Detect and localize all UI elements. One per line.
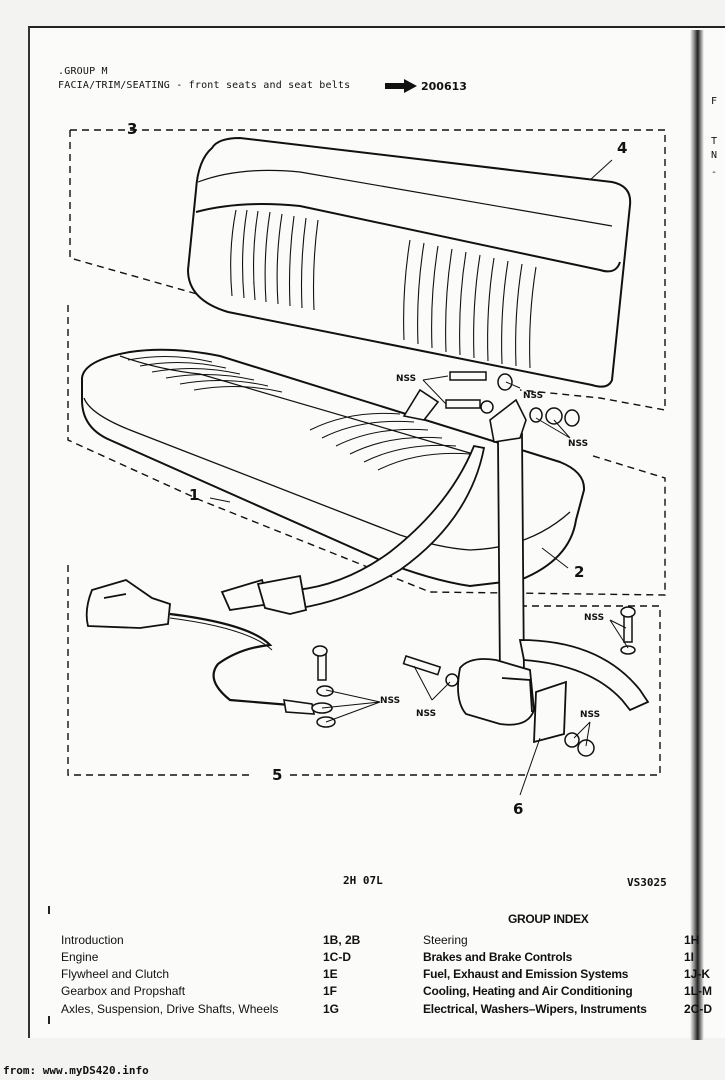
index-entry: Axles, Suspension, Drive Shafts, Wheels (61, 1002, 279, 1016)
side-fragment-mark: F (711, 96, 718, 107)
index-entry: Gearbox and Propshaft (61, 984, 186, 998)
side-fragment-mark: - (711, 167, 718, 178)
callout-2: 2 (574, 563, 585, 581)
arrow-right-icon (385, 79, 417, 93)
seat-back (186, 136, 632, 388)
callout-4: 4 (617, 139, 628, 157)
margin-tick (48, 906, 50, 914)
seat-back-pleats (230, 209, 537, 369)
callout-1: 1 (189, 486, 200, 504)
fixing-bolts (312, 371, 636, 681)
nss-label: NSS (568, 439, 589, 449)
side-fragment-mark: N (711, 150, 718, 161)
group-boundary-3 (69, 129, 666, 411)
index-code: 1L-M (684, 984, 712, 998)
nss-label: NSS (580, 710, 601, 720)
index-entry: Electrical, Washers–Wipers, Instruments (423, 1002, 647, 1016)
seat-belt-tongue (220, 574, 308, 615)
callout-3: 3 (127, 120, 138, 138)
page-fold-shadow (690, 30, 704, 1040)
nss-label: NSS (523, 391, 544, 401)
side-fragment-mark: T (711, 136, 718, 147)
reference-number: 200613 (421, 80, 467, 93)
leader-lines (209, 159, 629, 796)
drawing-code: VS3025 (627, 876, 667, 889)
index-entry: Fuel, Exhaust and Emission Systems (423, 967, 629, 981)
index-code: 1I (684, 950, 695, 964)
source-credit: from: www.myDS420.info (3, 1064, 149, 1077)
nss-label: NSS (380, 696, 401, 706)
seat-cushion-pleats (127, 355, 471, 471)
callout-6: 6 (513, 800, 524, 818)
index-entry: Steering (423, 933, 468, 947)
index-entry: Brakes and Brake Controls (423, 950, 573, 964)
cable-eye-terminal (283, 699, 333, 715)
index-code: 1F (323, 984, 338, 998)
index-code: 1E (323, 967, 338, 981)
group-boundary-1 (67, 305, 666, 596)
index-code: 2C-D (684, 1002, 713, 1016)
index-entry: Flywheel and Clutch (61, 967, 170, 981)
index-code: 1H (684, 933, 700, 947)
seat-cushion (81, 348, 586, 588)
page-code: 2H 07L (343, 874, 383, 887)
margin-tick (48, 1016, 50, 1024)
group-boundary-5 (67, 565, 661, 776)
belt-buckle (85, 579, 171, 629)
inertia-reel (457, 658, 567, 744)
upper-anchor-plate (402, 388, 527, 443)
index-entry: Introduction (61, 933, 124, 947)
group-heading: .GROUP M (58, 66, 108, 77)
index-code: 1J-K (684, 967, 711, 981)
section-title: FACIA/TRIM/SEATING - front seats and sea… (58, 80, 351, 91)
seat-belt-webbing (294, 432, 650, 712)
nss-label: NSS (396, 374, 417, 384)
index-entry: Cooling, Heating and Air Conditioning (423, 984, 633, 998)
index-code: 1C-D (323, 950, 352, 964)
callout-5: 5 (272, 766, 283, 784)
index-entry: Engine (61, 950, 99, 964)
nss-label: NSS (416, 709, 437, 719)
nss-label: NSS (584, 613, 605, 623)
index-code: 1G (323, 1002, 340, 1016)
buckle-cable (169, 612, 291, 707)
group-index-title: GROUP INDEX (508, 912, 589, 926)
index-code: 1B, 2B (323, 933, 361, 947)
